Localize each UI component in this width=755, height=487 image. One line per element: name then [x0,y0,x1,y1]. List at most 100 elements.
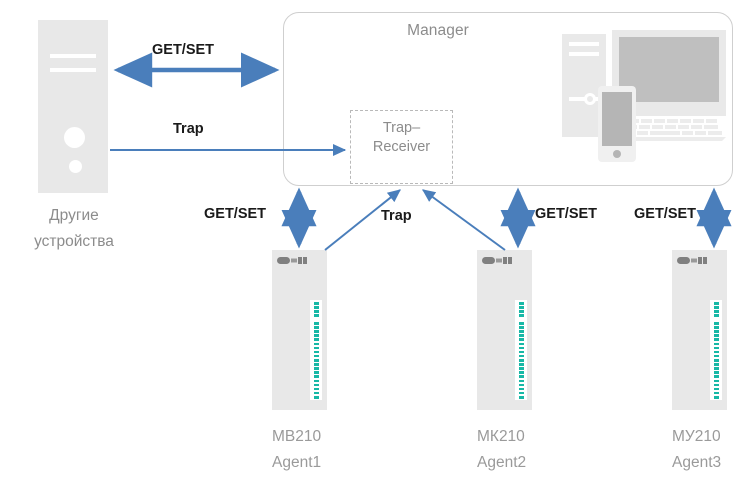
agent-caption-3: МУ210 Agent3 [672,424,755,476]
smartphone-home-button-icon [613,150,621,158]
tower-reset-button-icon [69,160,82,173]
led-indicator [313,387,319,391]
label-getset-agent3: GET/SET [634,206,697,222]
agent-model: МК210 [477,428,525,445]
other-devices-label: Другие устройства [10,203,138,255]
keyboard-icon [624,119,726,141]
agent-module-3 [672,250,727,410]
led-indicator [713,302,719,305]
module-led-strip [710,300,722,400]
power-button-icon [584,93,596,105]
agent-role: Agent2 [477,454,527,471]
manager-title: Manager [407,22,469,39]
led-indicator [313,310,319,313]
led-indicator [313,330,319,333]
led-indicator [518,322,524,325]
trap-receiver-label-line1: Trap– [382,120,421,136]
smartphone-screen [602,92,632,146]
label-getset-agent2: GET/SET [535,206,598,222]
led-indicator [313,383,319,387]
trap-receiver-label-line2: Receiver [372,139,431,155]
other-devices-label-line2: устройства [34,233,114,250]
led-indicator [313,379,319,383]
trap-receiver-box [350,110,453,184]
led-indicator [713,391,719,395]
led-indicator [713,314,719,317]
agent-caption-2: МК210 Agent2 [477,424,597,476]
agent-role: Agent1 [272,454,322,471]
module-led-strip [310,300,322,400]
label-getset-agent1: GET/SET [204,206,267,222]
led-indicator [518,334,524,337]
agent-caption-1: МВ210 Agent1 [272,424,392,476]
agent-module-2 [477,250,532,410]
led-indicator [713,306,719,309]
led-indicator [313,302,319,305]
led-indicator [713,338,719,341]
led-indicator [713,396,719,399]
led-indicator [518,359,524,362]
led-indicator [313,334,319,337]
led-indicator [518,396,524,399]
led-indicator [518,342,524,346]
led-indicator [313,391,319,395]
vendor-logo-icon [277,257,307,264]
led-indicator [518,306,524,309]
led-indicator [313,326,319,329]
led-indicator [713,387,719,391]
led-indicator [713,310,719,313]
led-indicator [713,383,719,387]
led-indicator [313,350,319,354]
led-indicator [518,383,524,387]
module-led-strip [515,300,527,400]
led-indicator [518,314,524,317]
agent-module-1 [272,250,327,410]
led-indicator [313,322,319,325]
led-indicator [713,367,719,370]
led-indicator [313,363,319,366]
trap-receiver-label: Trap– Receiver [350,119,453,157]
led-indicator [518,371,524,374]
led-indicator [518,367,524,370]
connector-agent2-trap [422,189,506,251]
label-trap-other-devices: Trap [173,121,204,137]
led-indicator [713,342,719,346]
led-indicator [518,310,524,313]
led-indicator [713,334,719,337]
led-indicator [713,359,719,362]
led-indicator [518,302,524,305]
led-indicator [313,367,319,370]
led-indicator [313,375,319,378]
tower-vent-icon [50,68,96,72]
server-tower-icon [38,20,108,193]
led-indicator [518,346,524,350]
led-indicator [518,354,524,358]
tower-vent-icon [50,54,96,58]
pc-tower-vent-icon [569,42,599,46]
tower-power-button-icon [64,127,85,148]
other-devices-label-line1: Другие [49,207,99,224]
pc-tower-vent-icon [569,52,599,56]
vendor-logo-icon [482,257,512,264]
led-indicator [518,375,524,378]
agent-role: Agent3 [672,454,722,471]
led-indicator [518,350,524,354]
led-indicator [313,354,319,358]
led-indicator [313,359,319,362]
led-indicator [313,342,319,346]
led-indicator [313,314,319,317]
led-indicator [713,350,719,354]
led-indicator [518,363,524,366]
led-indicator [518,391,524,395]
led-indicator [313,346,319,350]
agent-model: МУ210 [672,428,721,445]
agent-model: МВ210 [272,428,322,445]
led-indicator [713,322,719,325]
led-indicator [713,379,719,383]
led-indicator [313,396,319,399]
led-indicator [713,363,719,366]
vendor-logo-icon [677,257,707,264]
led-indicator [518,326,524,329]
led-indicator [313,371,319,374]
